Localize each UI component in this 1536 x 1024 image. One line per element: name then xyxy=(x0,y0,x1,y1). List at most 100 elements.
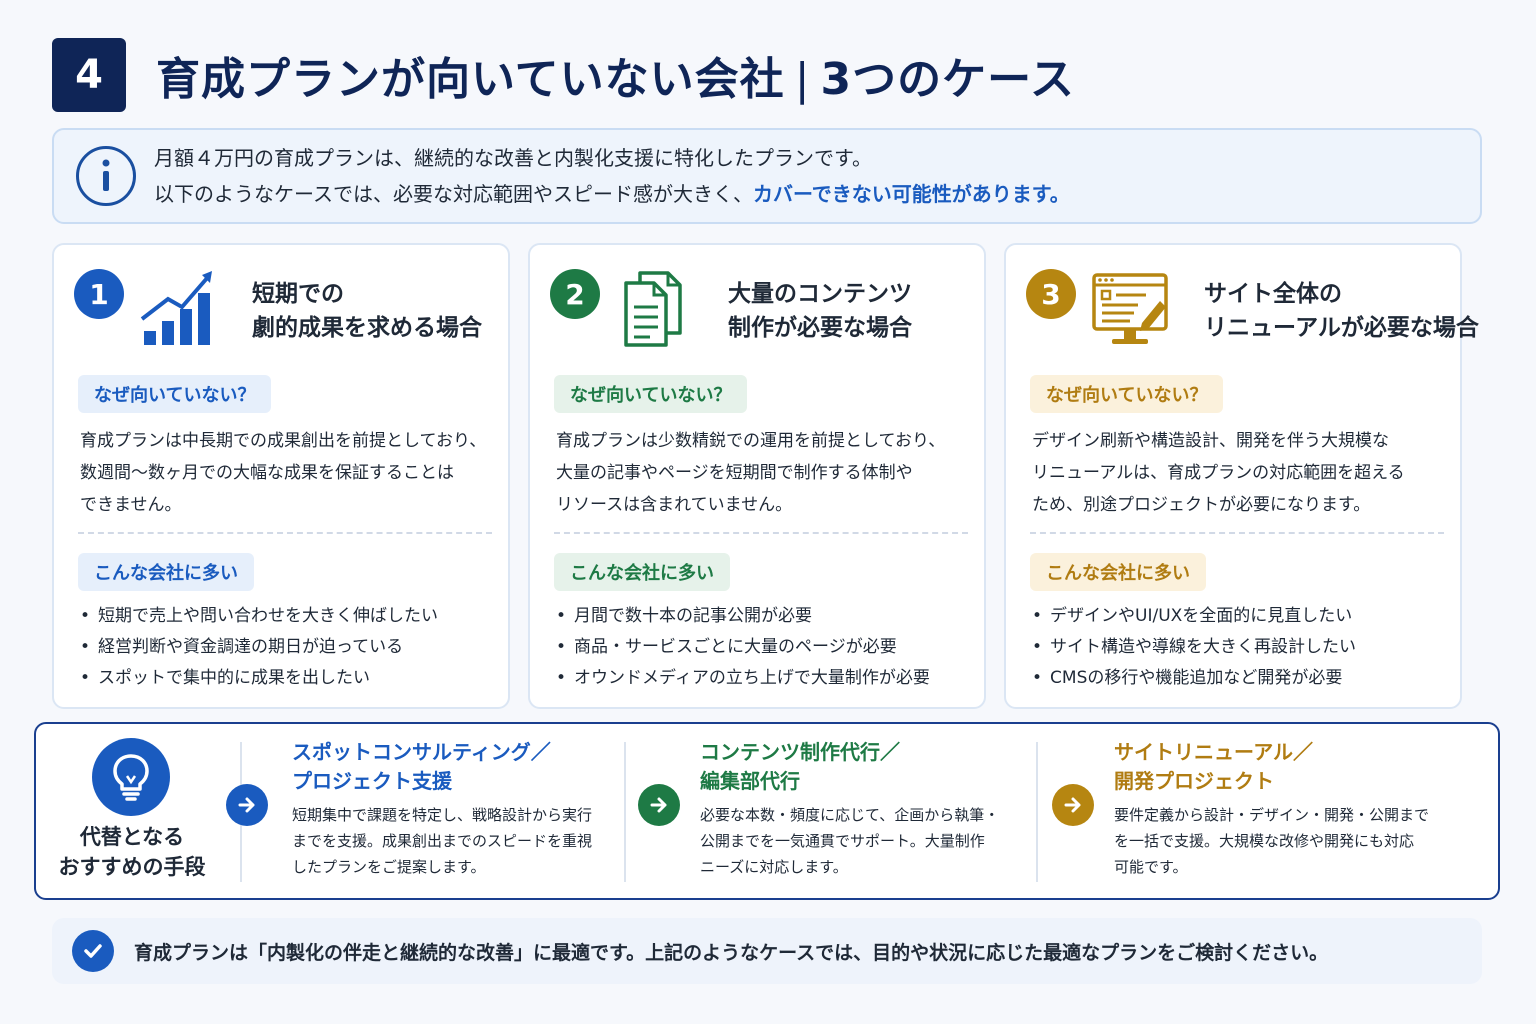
arrow-right-icon xyxy=(226,784,268,826)
description-line: 要件定義から設計・デザイン・開発・公開まで xyxy=(1114,806,1430,824)
alternative-description: 必要な本数・頻度に応じて、企画から執筆・ 公開までを一気通貫でサポート。大量制作… xyxy=(700,802,1030,880)
list-item: サイト構造や導線を大きく再設計したい xyxy=(1032,632,1356,663)
card-title-line-1: 短期での xyxy=(252,281,344,307)
section-number: 4 xyxy=(52,38,126,112)
dashed-divider xyxy=(78,532,492,534)
case-number-badge: 3 xyxy=(1026,269,1076,319)
footer-text: 育成プランは「内製化の伴走と継続的な改善」に最適です。上記のようなケースでは、目… xyxy=(134,941,1329,964)
alternative-title: コンテンツ制作代行／ 編集部代行 xyxy=(700,738,1030,796)
info-text: 月額４万円の育成プランは、継続的な改善と内製化支援に特化したプランです。 以下の… xyxy=(154,140,1070,212)
alternative-title-line-1: スポットコンサルティング／ xyxy=(292,740,551,764)
dashed-divider xyxy=(554,532,968,534)
alternative-item-2: コンテンツ制作代行／ 編集部代行 必要な本数・頻度に応じて、企画から執筆・ 公開… xyxy=(700,738,1030,880)
check-circle-icon xyxy=(72,930,114,972)
reason-line: ため、別途プロジェクトが必要になります。 xyxy=(1032,495,1371,515)
page-title: 育成プランが向いていない会社|3つのケース xyxy=(156,43,1075,107)
card-title: 短期での 劇的成果を求める場合 xyxy=(252,277,482,345)
alternative-title: サイトリニューアル／ 開発プロジェクト xyxy=(1114,738,1444,796)
alternative-title-line-2: 開発プロジェクト xyxy=(1114,769,1274,793)
alternative-item-3: サイトリニューアル／ 開発プロジェクト 要件定義から設計・デザイン・開発・公開ま… xyxy=(1114,738,1444,880)
case-number-badge: 2 xyxy=(550,269,600,319)
list-item: 短期で売上や問い合わせを大きく伸ばしたい xyxy=(80,601,438,632)
reason-text: 育成プランは中長期での成果創出を前提としており、 数週間〜数ヶ月での大幅な成果を… xyxy=(80,425,500,521)
vertical-divider xyxy=(624,742,626,882)
description-line: 可能です。 xyxy=(1114,858,1188,876)
title-main: 育成プランが向いていない会社 xyxy=(156,54,785,105)
reason-text: デザイン刷新や構造設計、開発を伴う大規模な リニューアルは、育成プランの対応範囲… xyxy=(1032,425,1452,521)
case-card-2: 2 大量のコンテンツ 制作が必要な場合 なぜ向いていない？ 育成プランは少数精鋭… xyxy=(528,243,986,709)
reason-line: 大量の記事やページを短期間で制作する体制や xyxy=(556,463,913,483)
companies-tag: こんな会社に多い xyxy=(78,553,254,591)
card-title-line-2: 制作が必要な場合 xyxy=(728,315,912,341)
list-item: オウンドメディアの立ち上げで大量制作が必要 xyxy=(556,663,930,694)
reason-line: リソースは含まれていません。 xyxy=(556,495,793,515)
card-header: 1 短期での 劇的成果を求める場合 xyxy=(74,269,504,349)
list-item: 月間で数十本の記事公開が必要 xyxy=(556,601,930,632)
reason-line: できません。 xyxy=(80,495,182,515)
list-item: 商品・サービスごとに大量のページが必要 xyxy=(556,632,930,663)
alternatives-panel: 代替となる おすすめの手段 スポットコンサルティング／ プロジェクト支援 短期集… xyxy=(34,722,1500,900)
bar-chart-growth-icon xyxy=(138,269,220,349)
companies-list: 月間で数十本の記事公開が必要 商品・サービスごとに大量のページが必要 オウンドメ… xyxy=(556,601,930,694)
alternative-title-line-2: 編集部代行 xyxy=(700,769,800,793)
reason-line: 育成プランは少数精鋭での運用を前提としており、 xyxy=(556,431,946,451)
description-line: 短期集中で課題を特定し、戦略設計から実行 xyxy=(292,806,593,824)
companies-tag: こんな会社に多い xyxy=(554,553,730,591)
alternative-title-line-1: サイトリニューアル／ xyxy=(1114,740,1313,764)
vertical-divider xyxy=(1036,742,1038,882)
companies-tag: こんな会社に多い xyxy=(1030,553,1206,591)
reason-line: 数週間〜数ヶ月での大幅な成果を保証することは xyxy=(80,463,454,483)
list-item: 経営判断や資金調達の期日が迫っている xyxy=(80,632,438,663)
card-header: 2 大量のコンテンツ 制作が必要な場合 xyxy=(550,269,980,349)
reason-line: リニューアルは、育成プランの対応範囲を超える xyxy=(1032,463,1405,483)
info-line-2-prefix: 以下のようなケースでは、必要な対応範囲やスピード感が大きく、 xyxy=(154,182,753,206)
reason-text: 育成プランは少数精鋭での運用を前提としており、 大量の記事やページを短期間で制作… xyxy=(556,425,976,521)
alternatives-label-line-1: 代替となる xyxy=(79,825,185,849)
list-item: デザインやUI/UXを全面的に見直したい xyxy=(1032,601,1356,632)
case-card-1: 1 短期での 劇的成果を求める場合 なぜ向いていない？ 育成プランは中長期での成… xyxy=(52,243,510,709)
reason-line: デザイン刷新や構造設計、開発を伴う大規模な xyxy=(1032,431,1389,451)
info-box: 月額４万円の育成プランは、継続的な改善と内製化支援に特化したプランです。 以下の… xyxy=(52,128,1482,224)
reason-line: 育成プランは中長期での成果創出を前提としており、 xyxy=(80,431,487,451)
title-sub: 3つのケース xyxy=(820,54,1075,105)
card-title-line-2: 劇的成果を求める場合 xyxy=(252,315,482,341)
arrow-right-icon xyxy=(638,784,680,826)
alternative-description: 短期集中で課題を特定し、戦略設計から実行 までを支援。成果創出までのスピードを重… xyxy=(292,802,622,880)
footer-note: 育成プランは「内製化の伴走と継続的な改善」に最適です。上記のようなケースでは、目… xyxy=(52,918,1482,984)
card-title-line-1: 大量のコンテンツ xyxy=(728,281,912,307)
reason-tag: なぜ向いていない？ xyxy=(554,375,748,413)
info-line-2: 以下のようなケースでは、必要な対応範囲やスピード感が大きく、カバーできない可能性… xyxy=(154,176,1070,212)
description-line: までを支援。成果創出までのスピードを重視 xyxy=(292,832,593,850)
arrow-right-icon xyxy=(1052,784,1094,826)
companies-list: デザインやUI/UXを全面的に見直したい サイト構造や導線を大きく再設計したい … xyxy=(1032,601,1356,694)
companies-list: 短期で売上や問い合わせを大きく伸ばしたい 経営判断や資金調達の期日が迫っている … xyxy=(80,601,438,694)
alternative-description: 要件定義から設計・デザイン・開発・公開まで を一括で支援。大規模な改修や開発にも… xyxy=(1114,802,1444,880)
monitor-edit-icon xyxy=(1090,269,1172,349)
card-title: サイト全体の リニューアルが必要な場合 xyxy=(1204,277,1479,345)
lightbulb-icon xyxy=(92,738,170,816)
card-header: 3 サイト全体の リニューアルが必要な場合 xyxy=(1026,269,1479,349)
documents-icon xyxy=(614,269,696,349)
alternatives-label-line-2: おすすめの手段 xyxy=(58,855,206,879)
list-item: スポットで集中的に成果を出したい xyxy=(80,663,438,694)
description-line: 公開までを一気通貫でサポート。大量制作 xyxy=(700,832,985,850)
alternative-title: スポットコンサルティング／ プロジェクト支援 xyxy=(292,738,622,796)
card-title-line-2: リニューアルが必要な場合 xyxy=(1204,315,1479,341)
card-title-line-1: サイト全体の xyxy=(1204,281,1342,307)
alternatives-label: 代替となる おすすめの手段 xyxy=(36,822,228,882)
description-line: ニーズに対応します。 xyxy=(700,858,848,876)
card-title: 大量のコンテンツ 制作が必要な場合 xyxy=(728,277,912,345)
info-highlight: カバーできない可能性があります。 xyxy=(753,182,1070,206)
alternative-title-line-1: コンテンツ制作代行／ xyxy=(700,740,900,764)
description-line: を一括で支援。大規模な改修や開発にも対応 xyxy=(1114,832,1415,850)
info-icon xyxy=(76,146,136,206)
page-header: 4 育成プランが向いていない会社|3つのケース xyxy=(52,38,1482,112)
description-line: 必要な本数・頻度に応じて、企画から執筆・ xyxy=(700,806,1000,824)
description-line: したプランをご提案します。 xyxy=(292,858,486,876)
info-line-1: 月額４万円の育成プランは、継続的な改善と内製化支援に特化したプランです。 xyxy=(154,146,872,170)
case-card-3: 3 サイト全体の リニューアルが必要な場合 なぜ向いていない？ xyxy=(1004,243,1479,709)
alternative-title-line-2: プロジェクト支援 xyxy=(292,769,452,793)
dashed-divider xyxy=(1030,532,1444,534)
reason-tag: なぜ向いていない？ xyxy=(78,375,272,413)
case-number-badge: 1 xyxy=(74,269,124,319)
